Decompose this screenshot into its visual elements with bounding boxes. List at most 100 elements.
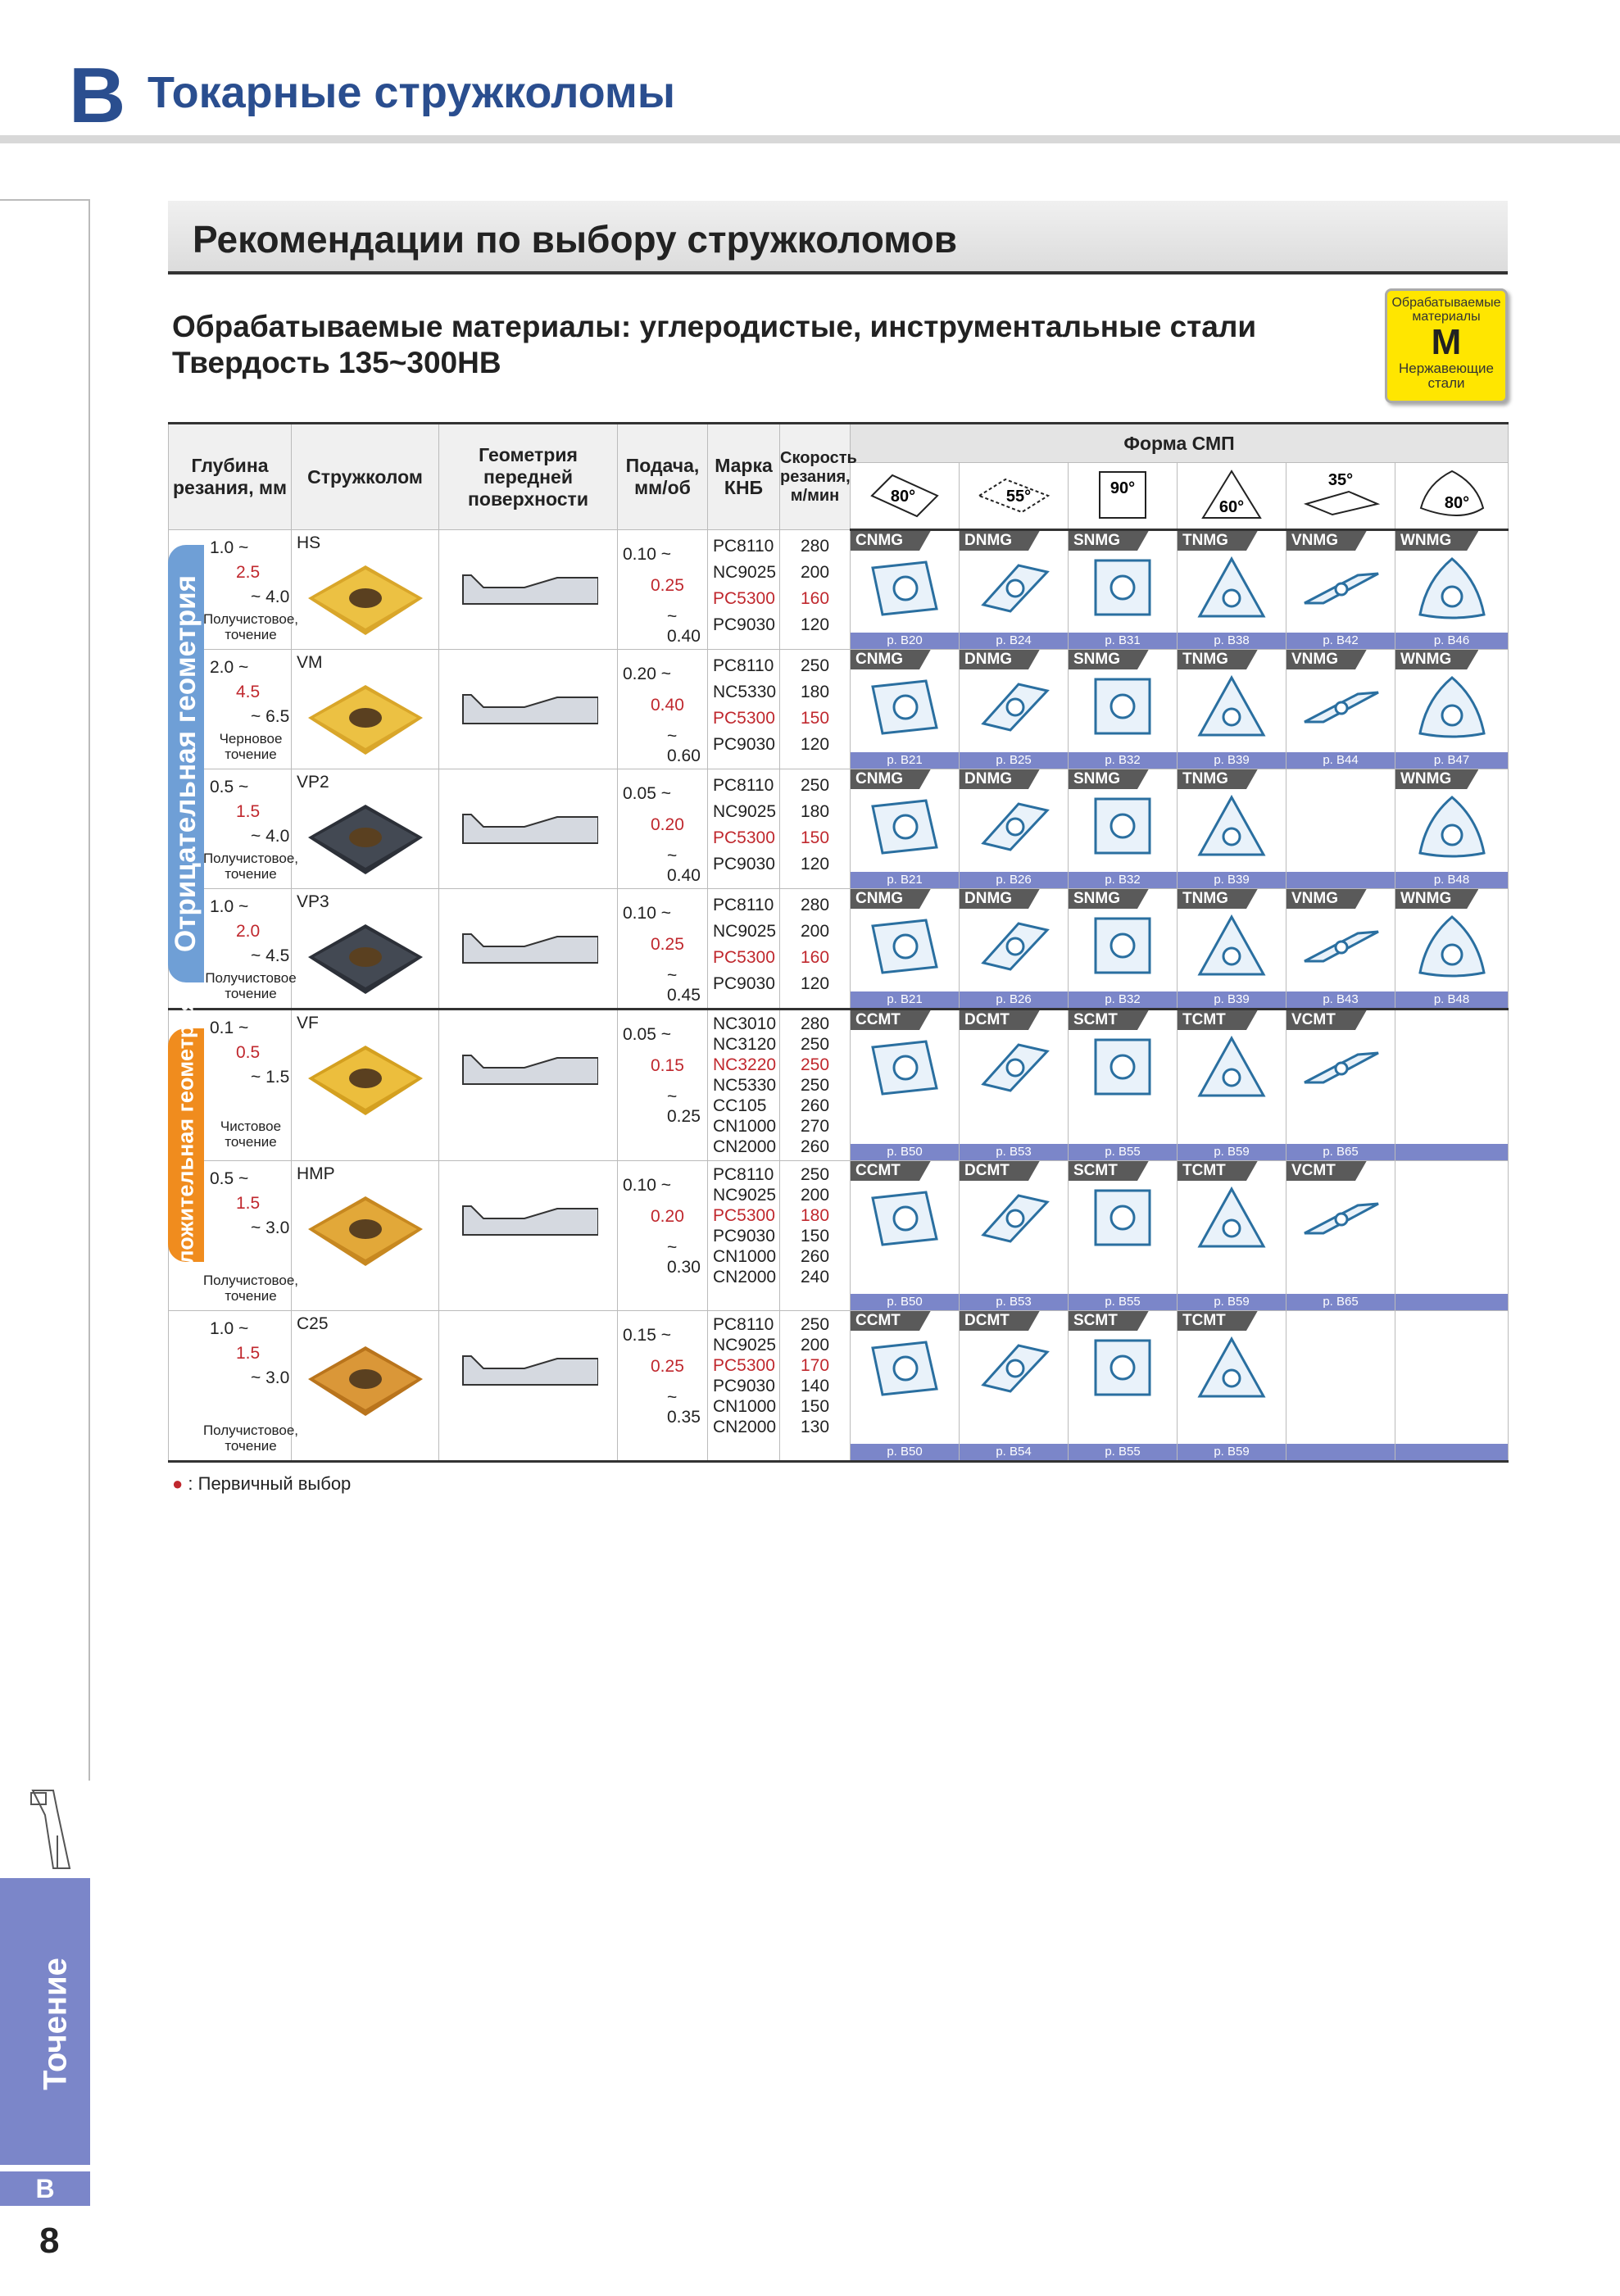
insert-name: VNMG [1286, 889, 1367, 909]
insert-page-link[interactable]: p. B55 [1069, 1294, 1177, 1310]
insert-cell[interactable]: SNMG p. B32 [1068, 649, 1178, 769]
insert-d-icon [981, 1043, 1050, 1092]
insert-page-link[interactable]: p. B55 [1069, 1444, 1177, 1460]
insert-page-link[interactable]: p. B50 [851, 1294, 959, 1310]
insert-page-link[interactable]: p. B48 [1395, 872, 1509, 888]
insert-name: WNMG [1395, 531, 1479, 551]
depth-note: Получистовое, точение [202, 611, 299, 642]
insert-cell[interactable]: WNMG p. B48 [1394, 888, 1509, 1010]
insert-cell[interactable]: TNMG p. B39 [1177, 888, 1286, 1010]
insert-cell[interactable]: DNMG p. B26 [959, 769, 1069, 889]
insert-cell[interactable]: VCMT p. B65 [1286, 1009, 1395, 1161]
insert-page-link[interactable]: p. B55 [1069, 1144, 1177, 1160]
insert-page-link[interactable]: p. B50 [851, 1444, 959, 1460]
insert-page-link[interactable]: p. B42 [1286, 633, 1395, 649]
insert-cell[interactable]: CCMT p. B50 [850, 1310, 960, 1463]
insert-cell[interactable]: CCMT p. B50 [850, 1160, 960, 1311]
insert-cell[interactable]: TCMT p. B59 [1177, 1160, 1286, 1311]
insert-photo [307, 1046, 423, 1115]
insert-cell[interactable]: SCMT p. B55 [1068, 1160, 1178, 1311]
insert-cell[interactable]: WNMG p. B46 [1394, 529, 1509, 650]
insert-cell[interactable]: VNMG p. B43 [1286, 888, 1395, 1010]
insert-page-link[interactable]: p. B65 [1286, 1294, 1395, 1310]
insert-cell[interactable]: TNMG p. B38 [1177, 529, 1286, 650]
insert-page-link[interactable]: p. B25 [960, 752, 1068, 769]
insert-page-link[interactable]: p. B38 [1178, 633, 1286, 649]
depth-min: 1.0 ~ [210, 1319, 249, 1338]
insert-cell[interactable]: DNMG p. B26 [959, 888, 1069, 1010]
insert-cell[interactable]: CNMG p. B20 [850, 529, 960, 650]
insert-cell[interactable]: CNMG p. B21 [850, 649, 960, 769]
shape-angle-w: 80° [1444, 494, 1468, 512]
feed-max: ~ 0.60 [667, 727, 701, 765]
insert-cell[interactable]: SNMG p. B31 [1068, 529, 1178, 650]
insert-cell[interactable]: SCMT p. B55 [1068, 1310, 1178, 1463]
insert-cell[interactable]: DNMG p. B25 [959, 649, 1069, 769]
insert-cell[interactable]: TNMG p. B39 [1177, 769, 1286, 889]
insert-cell[interactable]: TCMT p. B59 [1177, 1310, 1286, 1463]
insert-photo [307, 1196, 423, 1266]
insert-page-link[interactable]: p. B53 [960, 1294, 1068, 1310]
insert-s-icon [1094, 797, 1151, 855]
depth-min: 1.0 ~ [210, 897, 249, 916]
grade-value: PC5300 [713, 1206, 775, 1225]
insert-page-link[interactable]: p. B26 [960, 872, 1068, 888]
insert-page-link[interactable]: p. B53 [960, 1144, 1068, 1160]
grade-value: CC105 [713, 1096, 767, 1115]
insert-page-link[interactable]: p. B54 [960, 1444, 1068, 1460]
insert-page-link[interactable]: p. B32 [1069, 752, 1177, 769]
insert-cell[interactable]: DCMT p. B53 [959, 1160, 1069, 1311]
insert-page-link[interactable]: p. B48 [1395, 991, 1509, 1008]
insert-page-link[interactable]: p. B39 [1178, 872, 1286, 888]
insert-cell[interactable]: SNMG p. B32 [1068, 769, 1178, 889]
depth-cell: 1.0 ~ 1.5 ~ 3.0 Получистовое, точение [168, 1310, 298, 1463]
insert-page-link[interactable]: p. B21 [851, 991, 959, 1008]
insert-page-link[interactable]: p. B46 [1395, 633, 1509, 649]
insert-page-link[interactable]: p. B43 [1286, 991, 1395, 1008]
insert-page-link[interactable]: p. B20 [851, 633, 959, 649]
insert-t-icon [1197, 794, 1266, 856]
insert-cell[interactable]: VCMT p. B65 [1286, 1160, 1395, 1311]
insert-cell[interactable]: DNMG p. B24 [959, 529, 1069, 650]
insert-page-link[interactable]: p. B39 [1178, 752, 1286, 769]
insert-page-link[interactable]: p. B44 [1286, 752, 1395, 769]
insert-cell[interactable]: TNMG p. B39 [1177, 649, 1286, 769]
insert-page-link[interactable]: p. B59 [1178, 1444, 1286, 1460]
insert-cell[interactable]: SNMG p. B32 [1068, 888, 1178, 1010]
insert-cell[interactable]: DCMT p. B53 [959, 1009, 1069, 1161]
insert-cell[interactable]: CNMG p. B21 [850, 769, 960, 889]
insert-cell[interactable]: VNMG p. B42 [1286, 529, 1395, 650]
insert-page-link[interactable]: p. B21 [851, 872, 959, 888]
feed-max: ~ 0.40 [667, 607, 701, 646]
insert-cell[interactable]: VNMG p. B44 [1286, 649, 1395, 769]
badge-letter: M [1431, 322, 1462, 362]
insert-page-link[interactable]: p. B21 [851, 752, 959, 769]
geometry-cell [438, 649, 618, 769]
insert-cell[interactable]: TCMT p. B59 [1177, 1009, 1286, 1161]
shape-angle-c: 80° [891, 488, 915, 506]
insert-page-link[interactable]: p. B59 [1178, 1294, 1286, 1310]
insert-cell[interactable]: CNMG p. B21 [850, 888, 960, 1010]
insert-page-link[interactable]: p. B50 [851, 1144, 959, 1160]
insert-page-link[interactable]: p. B65 [1286, 1144, 1395, 1160]
insert-cell[interactable]: WNMG p. B47 [1394, 649, 1509, 769]
insert-cell[interactable]: CCMT p. B50 [850, 1009, 960, 1161]
insert-page-link[interactable]: p. B31 [1069, 633, 1177, 649]
section-tab[interactable] [0, 1878, 90, 2165]
geometry-cell [438, 1160, 618, 1311]
insert-page-link[interactable]: p. B26 [960, 991, 1068, 1008]
insert-page-link[interactable]: p. B32 [1069, 872, 1177, 888]
insert-cell[interactable]: DCMT p. B54 [959, 1310, 1069, 1463]
insert-cell[interactable]: WNMG p. B48 [1394, 769, 1509, 889]
grade-value: CN1000 [713, 1247, 777, 1266]
insert-page-link[interactable]: p. B59 [1178, 1144, 1286, 1160]
insert-photo [307, 924, 423, 994]
insert-page-link[interactable]: p. B32 [1069, 991, 1177, 1008]
insert-page-link[interactable]: p. B47 [1395, 752, 1509, 769]
insert-page-link[interactable]: p. B39 [1178, 991, 1286, 1008]
insert-cell[interactable]: SCMT p. B55 [1068, 1009, 1178, 1161]
insert-page-link[interactable]: p. B24 [960, 633, 1068, 649]
insert-t-icon [1197, 914, 1266, 976]
